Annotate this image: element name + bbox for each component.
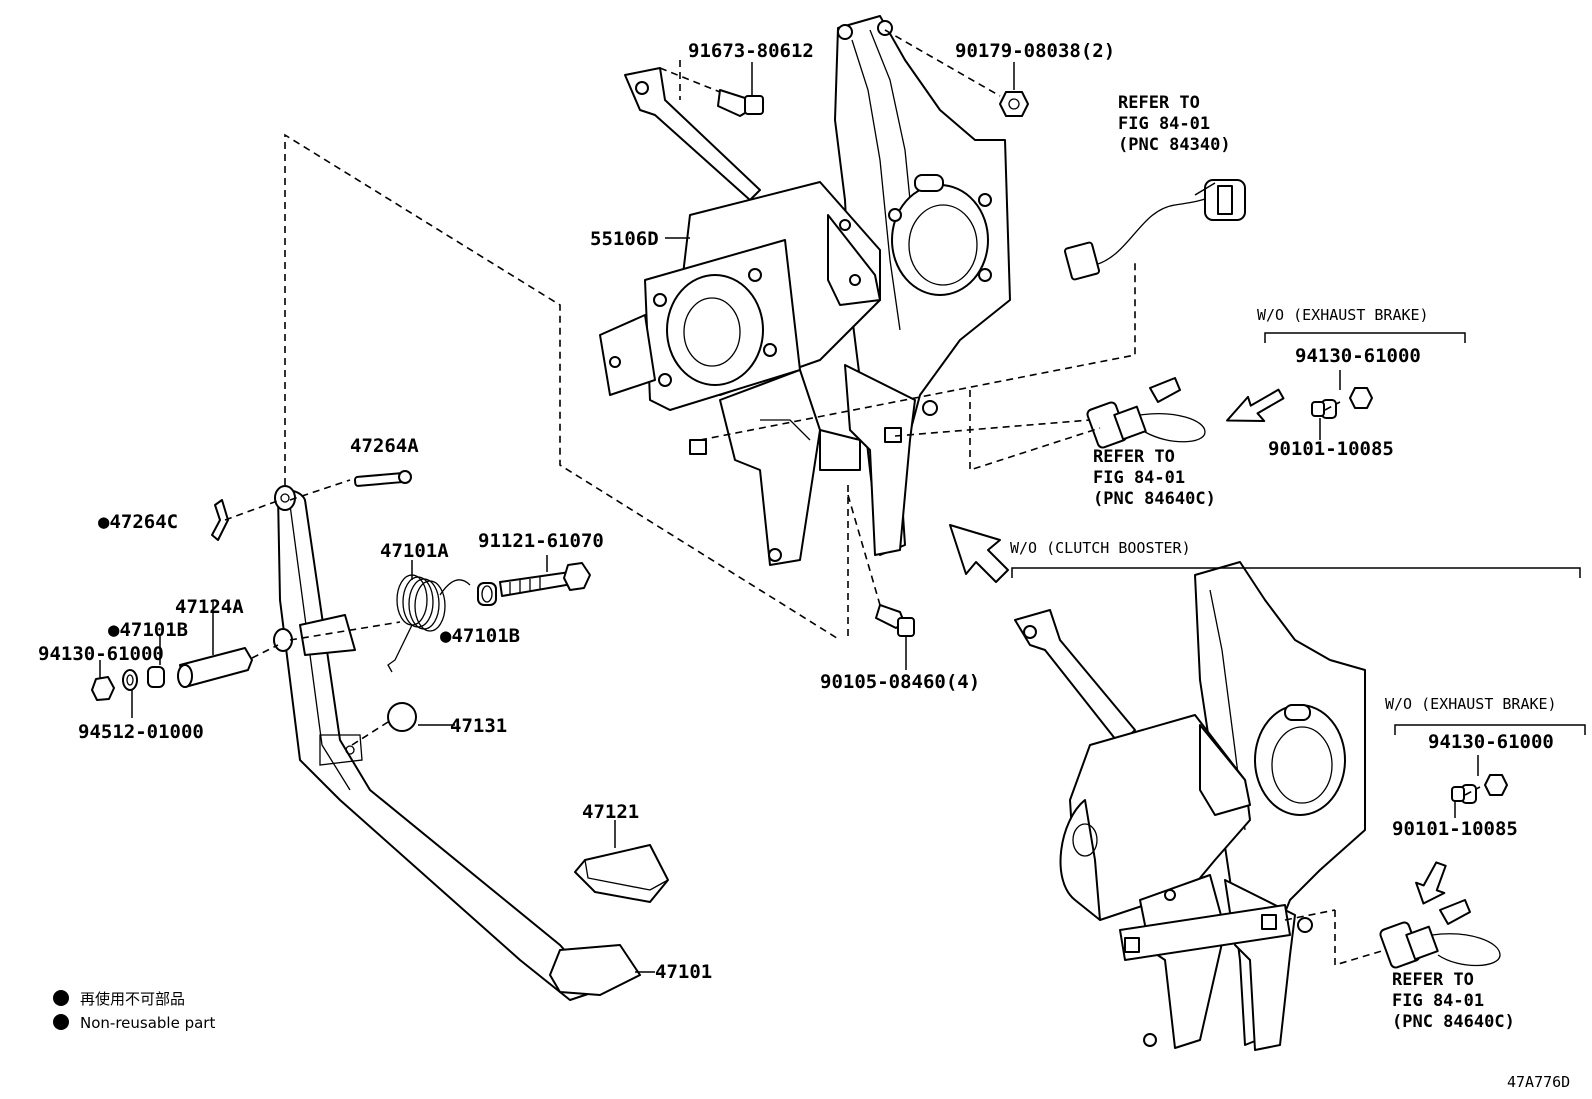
bolt-90101-top: [1311, 399, 1337, 419]
condition-wo-exhaust-top: W/O (EXHAUST BRAKE): [1257, 306, 1429, 324]
bolt-91121: [499, 562, 591, 597]
label-47121: 47121: [582, 801, 639, 823]
bolt-90101-bottom: [1451, 784, 1477, 804]
label-90101-bottom: 90101-10085: [1392, 818, 1518, 840]
nut-94130-top: [1349, 387, 1373, 409]
pedal-bracket-assembly: [599, 15, 1011, 566]
figure-code: 47A776D: [1507, 1073, 1570, 1091]
label-90101-top: 90101-10085: [1268, 438, 1394, 460]
svg-text:FIG 84-01: FIG 84-01: [1392, 991, 1484, 1011]
stopper-47131: [387, 702, 417, 732]
label-91673: 91673-80612: [688, 40, 814, 62]
label-47101B-right: ●47101B: [440, 625, 520, 647]
condition-wo-clutch-booster: W/O (CLUTCH BOOSTER): [1010, 539, 1191, 557]
washer-94512: [122, 669, 138, 691]
label-90179: 90179-08038(2): [955, 40, 1115, 62]
refer-84640c-bottom: REFER TO FIG 84-01 (PNC 84640C): [1392, 970, 1515, 1032]
label-47124A: 47124A: [175, 596, 244, 618]
inset-bracket-assembly: [1014, 561, 1366, 1051]
bushing-47101B-left: [147, 666, 165, 688]
label-90105: 90105-08460(4): [820, 671, 980, 693]
switch-connector-84340: [1064, 179, 1246, 281]
legend-japanese: 再使用不可部品: [80, 990, 185, 1008]
condition-wo-exhaust-bottom: W/O (EXHAUST BRAKE): [1385, 695, 1557, 713]
svg-text:(PNC 84640C): (PNC 84640C): [1392, 1012, 1515, 1032]
legend: 再使用不可部品 Non-reusable part: [53, 990, 215, 1032]
legend-english: Non-reusable part: [80, 1014, 215, 1032]
label-55106D: 55106D: [590, 228, 659, 250]
switch-84640c-bottom: [1379, 899, 1501, 969]
label-47131: 47131: [450, 715, 507, 737]
svg-text:(PNC 84640C): (PNC 84640C): [1093, 489, 1216, 509]
view-arrow-icon: [949, 524, 1009, 583]
bushing-47101B-right: [477, 582, 497, 606]
refer-84640c-top: REFER TO FIG 84-01 (PNC 84640C): [1093, 447, 1216, 509]
leader-lines: [99, 237, 1479, 973]
refer-84340: REFER TO FIG 84-01 (PNC 84340): [1118, 93, 1231, 155]
nut-94130-left: [91, 676, 115, 701]
label-47101: 47101: [655, 961, 712, 983]
label-94130-left: 94130-61000: [38, 643, 164, 665]
switch-84640c-top: [1086, 377, 1206, 449]
svg-text:REFER TO: REFER TO: [1118, 93, 1200, 113]
svg-text:FIG 84-01: FIG 84-01: [1093, 468, 1185, 488]
svg-text:REFER TO: REFER TO: [1392, 970, 1474, 990]
label-47264C: ●47264C: [98, 511, 178, 533]
collar-47124A: [177, 647, 253, 688]
nut-94130-bottom: [1484, 774, 1508, 796]
label-47101B-left: ●47101B: [108, 619, 188, 641]
non-reusable-bullet-icon: [53, 1014, 69, 1030]
label-47264A: 47264A: [350, 435, 419, 457]
label-94512: 94512-01000: [78, 721, 204, 743]
label-94130-top: 94130-61000: [1295, 345, 1421, 367]
clutch-pedal-47101: [273, 485, 641, 1001]
label-47101A: 47101A: [380, 540, 449, 562]
svg-text:FIG 84-01: FIG 84-01: [1118, 114, 1210, 134]
svg-text:REFER TO: REFER TO: [1093, 447, 1175, 467]
svg-text:(PNC 84340): (PNC 84340): [1118, 135, 1231, 155]
bolt-90105: [875, 604, 915, 637]
nut-90179: [999, 91, 1029, 117]
clip-47264C: [211, 499, 229, 541]
bolt-91673: [717, 89, 764, 117]
label-94130-bottom: 94130-61000: [1428, 731, 1554, 753]
non-reusable-bullet-icon: [53, 990, 69, 1006]
label-91121: 91121-61070: [478, 530, 604, 552]
spring-47101A: [387, 574, 471, 673]
pin-47264A: [353, 470, 412, 487]
pedal-pad-47121: [574, 844, 669, 903]
assembly-lines: [224, 29, 1481, 967]
